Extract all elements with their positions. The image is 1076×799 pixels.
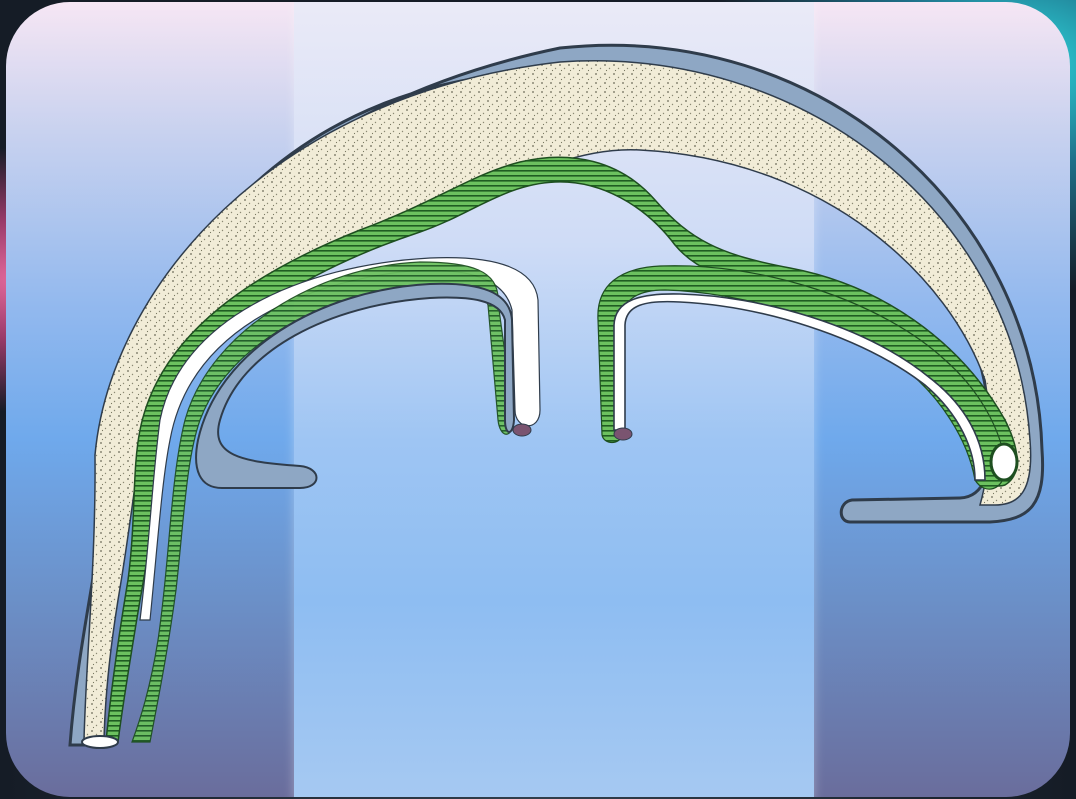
ring-canal — [991, 444, 1017, 480]
right-inner-ectoderm — [614, 294, 985, 480]
right-manubrium-tip — [614, 428, 632, 440]
left-manubrium-tip — [513, 424, 531, 436]
tentacle-tip — [82, 736, 118, 748]
